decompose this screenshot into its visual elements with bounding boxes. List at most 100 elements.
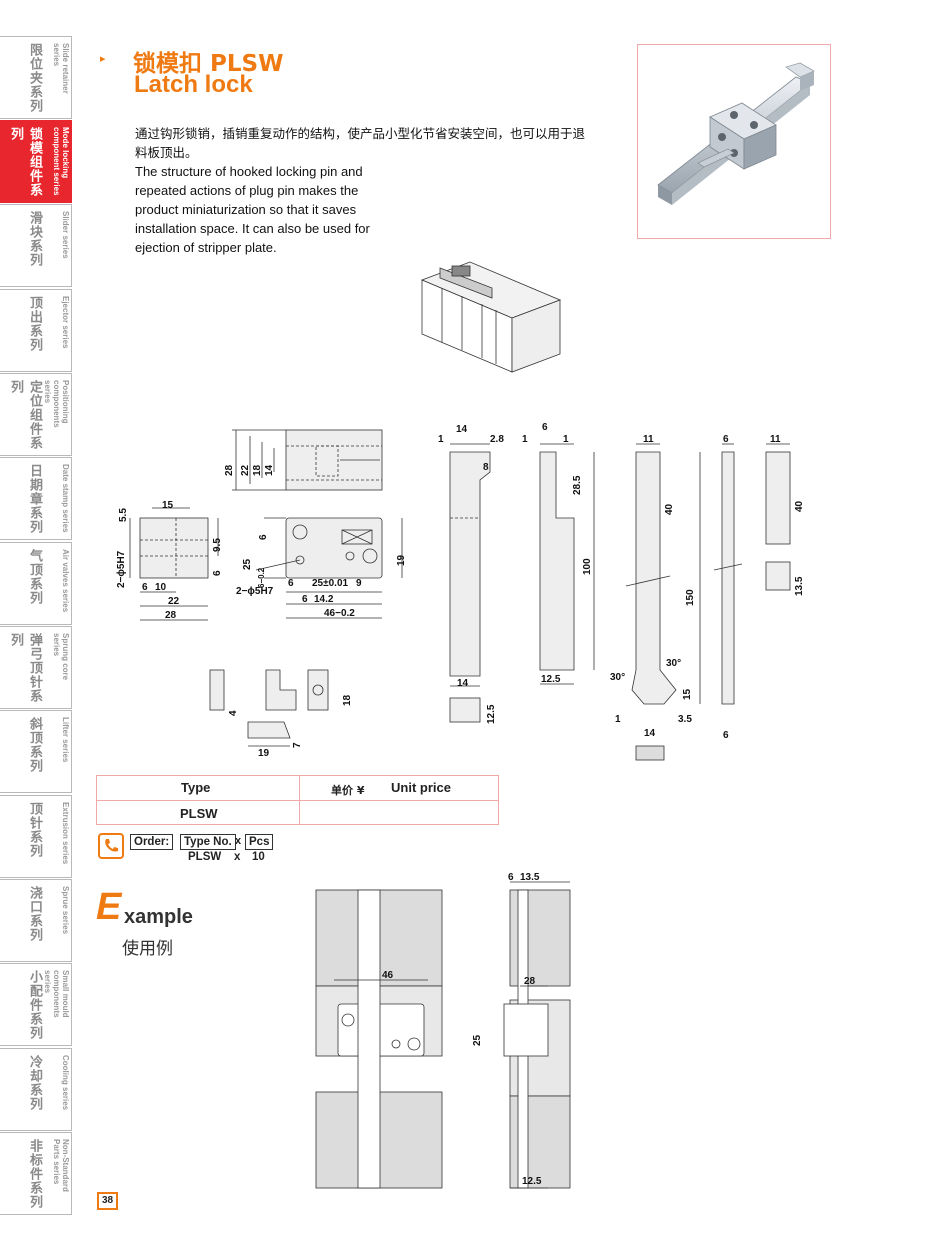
- dim-text: 1: [438, 434, 444, 445]
- tab-label-en: Cooling series: [61, 1055, 70, 1111]
- tab-label-cn: 限位夹系列: [27, 43, 42, 113]
- tab-label-cn: 顶出系列: [27, 296, 42, 352]
- product-photo-frame: [637, 44, 831, 239]
- dim-text: 6: [258, 534, 269, 540]
- dim-text: 2.8: [490, 434, 504, 445]
- tab-label-en: Non-Standard Parts series: [52, 1139, 70, 1192]
- latch-body-front-view: [255, 517, 403, 619]
- tab-label-cn: 弹弓顶针系列: [8, 633, 42, 703]
- dim-text: 10: [155, 582, 167, 593]
- dim-text: 30°: [610, 672, 625, 683]
- table-column-divider: [299, 776, 300, 824]
- tab-label-en: Date stamp series: [61, 464, 70, 533]
- sidebar-tab-lifter[interactable]: 斜顶系列 Lifter series: [0, 710, 72, 793]
- description-en: The structure of hooked locking pin and …: [135, 164, 370, 255]
- dim-text: 2−ϕ5H7: [116, 550, 127, 588]
- dim-text: 150: [685, 589, 696, 606]
- dim-text: 19: [258, 748, 270, 759]
- mould-assembly-sketch: [420, 261, 562, 373]
- sidebar-tab-non-standard[interactable]: 非标件系列 Non-Standard Parts series: [0, 1132, 72, 1215]
- description-cn: 通过钩形锁销，插销重复动作的结构，使产品小型化节省安装空间，也可以用于退料板顶出…: [135, 126, 586, 160]
- tab-label-en: Mode locking component series: [52, 127, 70, 196]
- tab-label-cn: 气顶系列: [27, 549, 42, 605]
- unit-price-header-en: Unit price: [391, 780, 451, 795]
- sidebar-tab-sprung-core[interactable]: 弹弓顶针系列 Sprung core series: [0, 626, 72, 709]
- tab-label-en: Ejector series: [61, 296, 70, 349]
- plug-pin-drawing: [539, 443, 595, 685]
- table-row-divider: [97, 800, 498, 801]
- tab-label-en: Sprue series: [61, 886, 70, 935]
- tab-label-cn: 滑块系列: [27, 211, 42, 267]
- dim-text: 2−ϕ5H7: [236, 586, 274, 597]
- dim-text: 6: [508, 872, 514, 883]
- example-side-section: [503, 881, 571, 1189]
- dim-text: 12.5: [486, 704, 497, 724]
- sidebar-tab-ejector[interactable]: 顶出系列 Ejector series: [0, 289, 72, 372]
- tab-label-cn: 非标件系列: [27, 1139, 42, 1209]
- order-model-value: PLSW: [188, 851, 222, 863]
- dim-text: 18: [252, 464, 263, 476]
- tab-label-cn: 斜顶系列: [27, 717, 42, 773]
- tab-label-en: Small mould components series: [43, 970, 70, 1018]
- dim-text: 14: [456, 424, 468, 435]
- spacer-block-drawing: [765, 443, 791, 591]
- hook-pin-drawing: [449, 443, 491, 723]
- sidebar-tab-date-stamp[interactable]: 日期章系列 Date stamp series: [0, 457, 72, 540]
- tab-label-cn: 日期章系列: [27, 464, 42, 534]
- dim-text: 1: [615, 714, 621, 725]
- dim-text: 15: [162, 500, 174, 511]
- small-parts-drawing: [209, 669, 329, 747]
- dim-text: 46−0.2: [324, 608, 355, 619]
- tab-label-en: Slider series: [61, 211, 70, 259]
- dim-text: 9: [356, 578, 362, 589]
- tab-label-cn: 小配件系列: [27, 970, 42, 1040]
- product-photo: [657, 62, 815, 205]
- dim-text: 22: [240, 464, 251, 476]
- tab-label-en: Air valves series: [61, 549, 70, 613]
- dim-text: 22: [168, 596, 180, 607]
- dim-text: 25: [472, 1034, 483, 1046]
- dim-text: 11: [643, 434, 654, 445]
- dim-text: 15: [682, 688, 693, 700]
- dim-text: 40: [794, 500, 805, 512]
- dim-text: 12.5: [522, 1176, 542, 1187]
- type-column-header: Type: [181, 780, 211, 795]
- dim-text: 6: [542, 422, 548, 433]
- dim-text: 1: [522, 434, 528, 445]
- dim-text: 13.5: [520, 872, 540, 883]
- type-no-label: Type No.: [180, 834, 236, 850]
- dim-text: 28.5: [572, 475, 583, 495]
- dim-text: 6: [723, 434, 729, 445]
- sidebar-tab-slider[interactable]: 滑块系列 Slider series: [0, 204, 72, 287]
- thin-pin-drawing: [713, 443, 743, 705]
- dim-text: 9.5: [212, 538, 223, 552]
- dim-text: 18: [342, 694, 353, 706]
- dim-text: 40: [664, 503, 675, 515]
- dim-text: 14.2: [314, 594, 334, 605]
- dim-text: 12.5: [541, 674, 561, 685]
- dim-text: 6−0.2: [257, 567, 266, 588]
- dim-text: 28: [165, 610, 177, 621]
- tab-label-en: Lifter series: [61, 717, 70, 763]
- tab-label-cn: 冷却系列: [27, 1055, 42, 1111]
- dim-text: 14: [457, 678, 469, 689]
- dim-text: 6: [142, 582, 148, 593]
- tab-label-cn: 顶针系列: [27, 802, 42, 858]
- tab-label-en: Sprung core series: [52, 633, 70, 681]
- sidebar-tab-air-valves[interactable]: 气顶系列 Air valves series: [0, 542, 72, 625]
- dim-text: 3.5: [678, 714, 692, 725]
- latch-body-side-view: [129, 507, 219, 621]
- sidebar-tab-cooling[interactable]: 冷却系列 Cooling series: [0, 1048, 72, 1131]
- dim-text: 14: [264, 464, 275, 476]
- page-title-en: Latch lock: [134, 71, 253, 98]
- dim-text: 4: [228, 710, 239, 716]
- dim-text: 46: [382, 970, 394, 981]
- section-arrow-icon: ▸: [100, 53, 106, 65]
